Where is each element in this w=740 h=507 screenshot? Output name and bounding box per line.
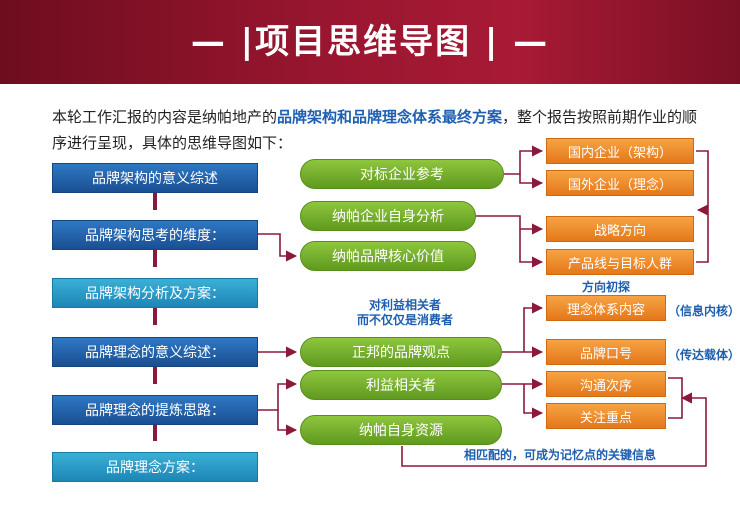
intro-paragraph: 本轮工作汇报的内容是纳帕地产的品牌架构和品牌理念体系最终方案，整个报告按照前期作… [52,104,712,156]
connector-benchmark-foreign [519,174,544,189]
connector-step5-resource [277,410,298,436]
step-5-box: 品牌理念的提炼思路： [52,395,258,425]
connector-stake-focus [502,383,544,419]
step-3-box: 品牌架构分析及方案： [52,278,258,308]
connector-step5-stake [258,378,298,411]
intro-text-end: ，整个报告按照前期作业的顺序进行呈现，具体的思维导图如下： [52,108,698,152]
bracket-right-bottom [668,377,683,419]
connector-step2-core [258,233,298,262]
self-resource-pill: 纳帕自身资源 [300,415,502,445]
stakeholder-note: 对利益相关者 而不仅仅是消费者 [330,298,480,328]
step-1-box: 品牌架构的意义综述 [52,163,258,193]
brand-view-pill: 正邦的品牌观点 [300,337,502,367]
concept-content-box: 理念体系内容 [546,295,666,321]
direction-note: 方向初探 [581,280,630,294]
strategy-box: 战略方向 [546,216,694,242]
comm-order-box: 沟通次序 [546,371,666,397]
connector-view-content [502,302,544,353]
bracket-right-top [696,150,709,263]
stakeholder-note-line1: 对利益相关者 [368,298,441,312]
step-4-box: 品牌理念的意义综述： [52,337,258,367]
intro-highlight: 品牌架构和品牌理念体系最终方案 [277,108,503,126]
self-analysis-pill: 纳帕企业自身分析 [300,201,476,231]
step-6-box: 品牌理念方案： [52,452,258,482]
connector-self-product [519,229,544,268]
benchmark-pill: 对标企业参考 [300,159,504,189]
slogan-box: 品牌口号 [546,339,666,365]
info-core-note: （信息内核） [668,304,740,318]
bottom-note: 相匹配的，可成为记忆点的关键信息 [463,448,656,462]
stakeholder-pill: 利益相关者 [300,370,502,400]
focus-box: 关注重点 [546,403,666,429]
page-title: — |项目思维导图 | — [190,22,550,62]
title-banner: — |项目思维导图 | — [0,0,740,84]
connector-self-strategy [476,215,544,235]
step-2-box: 品牌架构思考的维度： [52,220,258,250]
domestic-box: 国内企业（架构） [546,138,694,164]
carrier-note: （传达载体） [668,348,740,362]
intro-text-start: 本轮工作汇报的内容是纳帕地产的 [52,108,278,126]
foreign-box: 国外企业（理念） [546,170,694,196]
product-box: 产品线与目标人群 [546,249,694,275]
core-value-pill: 纳帕品牌核心价值 [300,241,476,271]
connector-resource-loop [401,392,707,467]
stakeholder-note-line2: 而不仅仅是消费者 [356,313,453,327]
connector-benchmark-domestic [504,145,544,175]
